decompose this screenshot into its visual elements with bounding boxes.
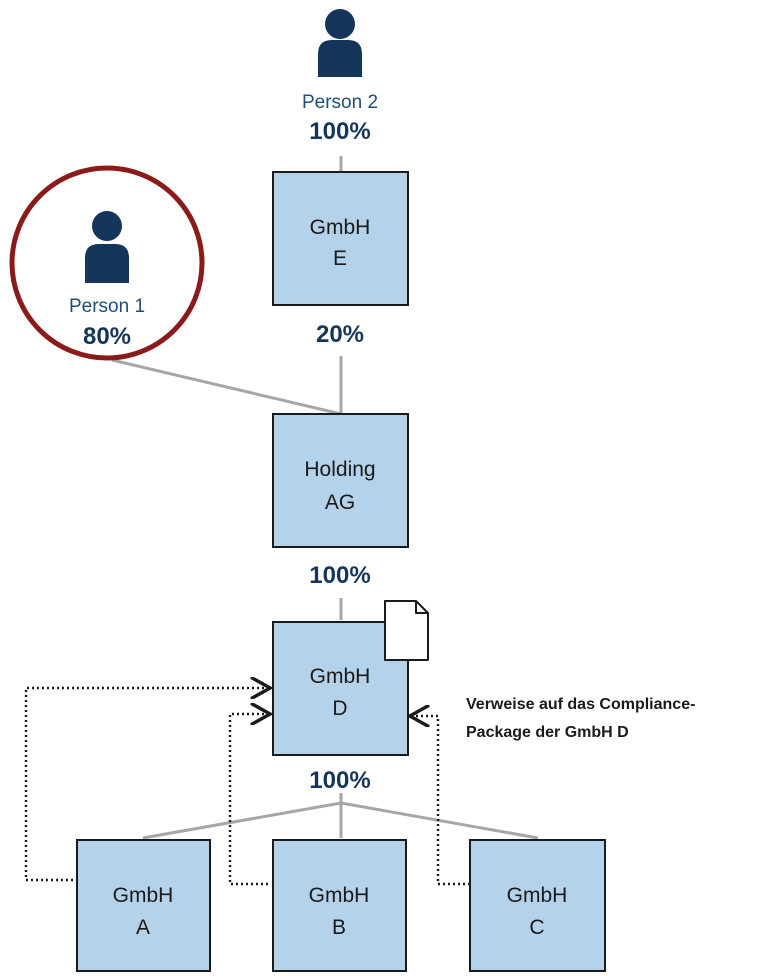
- gmbh-d-share: 100%: [309, 767, 370, 794]
- connector-to-gmbh-a: [142, 801, 342, 840]
- person-2: Person 2 100%: [302, 9, 378, 145]
- entity-holding-ag: Holding AG: [272, 413, 409, 548]
- entity-gmbh-e-line2: E: [333, 247, 347, 270]
- entity-gmbh-b-line2: B: [332, 916, 346, 939]
- entity-gmbh-c: GmbH C: [469, 839, 606, 972]
- person-2-share: 100%: [309, 118, 370, 145]
- person-1: Person 1 80%: [9, 165, 205, 361]
- entity-gmbh-d-line2: D: [332, 697, 347, 720]
- document-icon: [384, 600, 429, 661]
- reference-arrows: [24, 688, 470, 886]
- reference-arrow-gmbh-c: [412, 716, 470, 886]
- person-icon: [318, 9, 362, 77]
- highlight-circle: [9, 165, 205, 361]
- person-1-share: 80%: [83, 323, 131, 350]
- connector-lines: [111, 156, 539, 840]
- entity-gmbh-d: GmbH D: [272, 621, 409, 756]
- holding-share: 100%: [309, 562, 370, 589]
- person-1-label: Person 1: [69, 296, 145, 317]
- connector-to-gmbh-c: [340, 801, 539, 840]
- entity-holding-line1: Holding: [304, 458, 375, 481]
- entity-gmbh-e: GmbH E: [272, 171, 409, 306]
- entity-gmbh-a-line2: A: [136, 916, 150, 939]
- entity-gmbh-a-line1: GmbH: [113, 884, 174, 907]
- entity-gmbh-d-line1: GmbH: [310, 665, 371, 688]
- connector-person1-holding: [111, 358, 342, 416]
- reference-arrow-gmbh-b: [228, 714, 268, 886]
- person-2-label: Person 2: [302, 92, 378, 113]
- reference-arrow-gmbh-a: [24, 688, 268, 882]
- entity-gmbh-b-line1: GmbH: [309, 884, 370, 907]
- person-icon: [85, 211, 129, 283]
- compliance-note: Verweise auf das Compliance- Package der…: [466, 696, 695, 741]
- entity-gmbh-c-line1: GmbH: [507, 884, 568, 907]
- note-line1: Verweise auf das Compliance-: [466, 696, 695, 713]
- entity-gmbh-b: GmbH B: [272, 839, 407, 972]
- entity-gmbh-a: GmbH A: [76, 839, 211, 972]
- gmbh-e-share: 20%: [316, 321, 364, 348]
- entity-gmbh-e-line1: GmbH: [310, 216, 371, 239]
- entity-gmbh-c-line2: C: [529, 916, 544, 939]
- note-line2: Package der GmbH D: [466, 724, 629, 741]
- entity-holding-line2: AG: [325, 491, 355, 514]
